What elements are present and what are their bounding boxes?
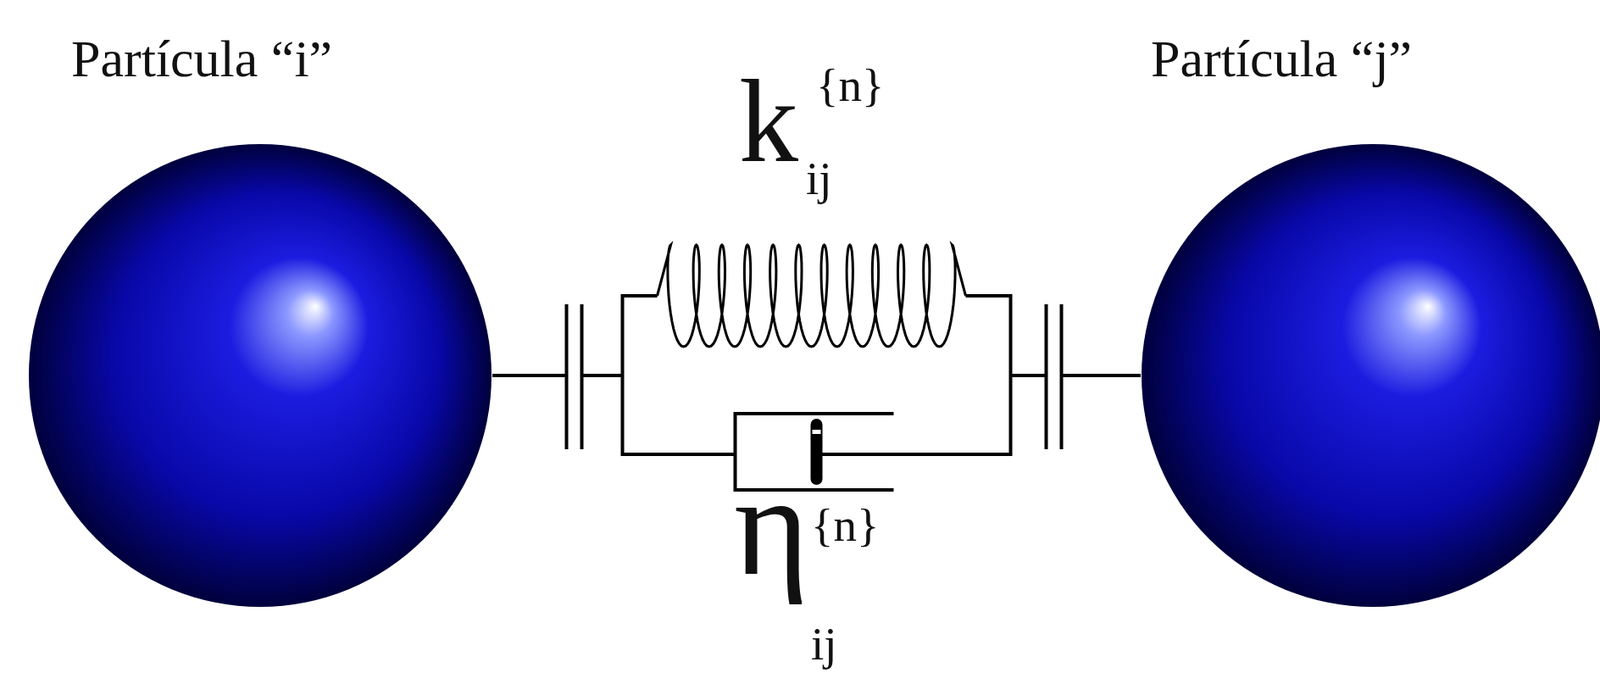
particle-sphere [27,143,493,608]
spring-constant-symbol: k [738,61,799,181]
spring-dashpot-element [492,244,1141,490]
damping-coefficient-symbol: η [733,453,810,598]
superscript-index: {n} [811,501,879,549]
particle-label: Partícula “j” [1150,32,1412,85]
subscript-index: ij [811,620,838,667]
particle-sphere [1140,143,1600,608]
superscript-index: {n} [816,61,884,109]
particle-node: Partícula “j” [1140,32,1600,608]
subscript-index: ij [805,155,833,202]
particle-label: Partícula “i” [71,32,333,85]
particle-node: Partícula “i” [27,32,493,608]
